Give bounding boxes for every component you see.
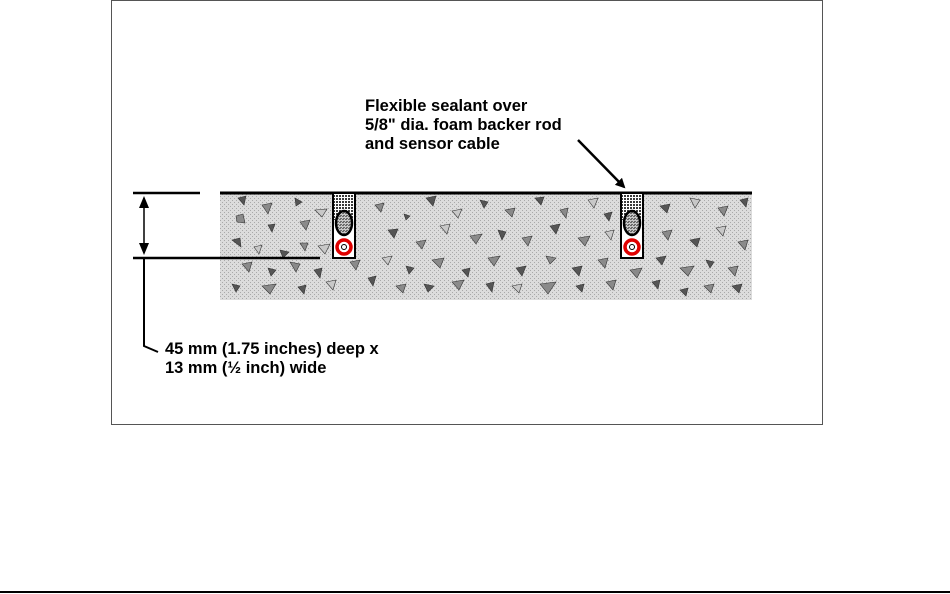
sealant-callout-label: Flexible sealant over 5/8" dia. foam bac… bbox=[365, 97, 562, 154]
sealant-callout-line-2: 5/8" dia. foam backer rod bbox=[365, 116, 562, 135]
sealant-callout-line-3: and sensor cable bbox=[365, 135, 562, 154]
slot-dimension-label: 45 mm (1.75 inches) deep x 13 mm (½ inch… bbox=[165, 340, 379, 378]
slot-dimension-line-1: 45 mm (1.75 inches) deep x bbox=[165, 340, 379, 359]
right-slot bbox=[621, 193, 643, 258]
foam-backer-rod bbox=[624, 211, 640, 235]
slot-dimension-line-2: 13 mm (½ inch) wide bbox=[165, 359, 379, 378]
left-slot bbox=[333, 193, 355, 258]
foam-backer-rod bbox=[336, 211, 352, 235]
sealant-callout-line-1: Flexible sealant over bbox=[365, 97, 562, 116]
